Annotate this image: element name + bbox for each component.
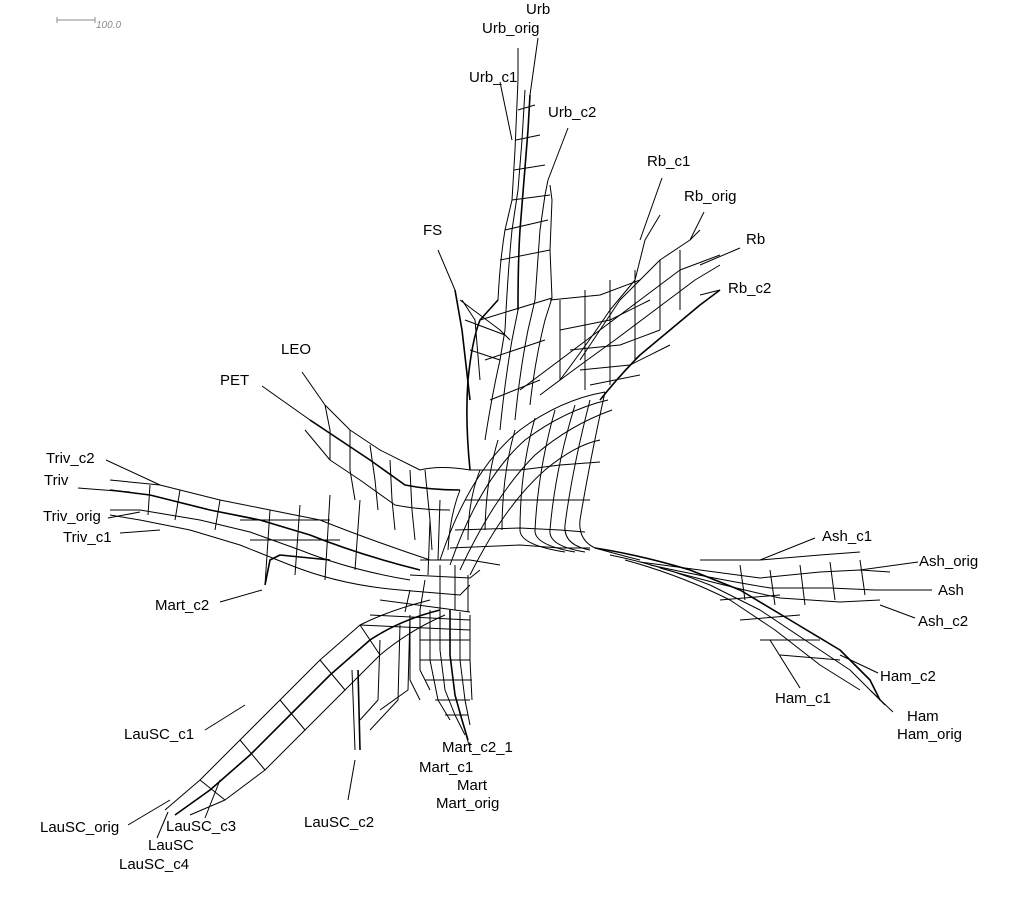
taxon-label-triv-orig: Triv_orig: [43, 508, 101, 525]
taxon-label-triv: Triv: [44, 472, 69, 489]
taxon-label-fs: FS: [423, 222, 442, 239]
taxon-label-mart: Mart: [457, 777, 488, 794]
taxon-label-lausc-c3: LauSC_c3: [166, 818, 236, 835]
taxon-labels: Urb Urb_orig Urb_c1 Urb_c2 Rb_c1 Rb_orig…: [40, 1, 978, 873]
scale-bar: 100.0: [56, 17, 121, 31]
branch-urb: [466, 79, 553, 471]
taxon-label-rb-c1: Rb_c1: [647, 153, 690, 170]
taxon-label-ham-orig: Ham_orig: [897, 726, 962, 743]
taxon-label-mart-c2: Mart_c2: [155, 597, 209, 614]
taxon-label-ham-c1: Ham_c1: [775, 690, 831, 707]
taxon-label-rb: Rb: [746, 231, 765, 248]
taxon-label-urb-c1: Urb_c1: [469, 69, 517, 86]
taxon-label-lausc: LauSC: [148, 837, 194, 854]
taxon-label-ash-c1: Ash_c1: [822, 528, 872, 545]
taxon-label-lausc-c2: LauSC_c2: [304, 814, 374, 831]
taxon-label-triv-c2: Triv_c2: [46, 450, 95, 467]
taxon-label-mart-c1: Mart_c1: [419, 759, 473, 776]
taxon-label-triv-c1: Triv_c1: [63, 529, 112, 546]
taxon-label-lausc-orig: LauSC_orig: [40, 819, 119, 836]
taxon-label-mart-c2-1: Mart_c2_1: [442, 739, 513, 756]
scale-bar-label: 100.0: [96, 20, 121, 31]
taxon-label-pet: PET: [220, 372, 249, 389]
taxon-label-ash: Ash: [938, 582, 964, 599]
branch-lausc: [164, 599, 446, 816]
network-graph: [109, 79, 895, 816]
taxon-label-ham-c2: Ham_c2: [880, 668, 936, 685]
taxon-label-urb: Urb: [526, 1, 550, 18]
branch-leo-pet: [304, 404, 471, 551]
taxon-label-rb-orig: Rb_orig: [684, 188, 737, 205]
branch-ash-ham: [594, 547, 895, 706]
taxon-label-urb-c2: Urb_c2: [548, 104, 596, 121]
taxon-label-lausc-c1: LauSC_c1: [124, 726, 194, 743]
taxon-label-ash-c2: Ash_c2: [918, 613, 968, 630]
taxon-label-leo: LEO: [281, 341, 311, 358]
network-core: [359, 391, 641, 631]
taxon-label-mart-orig: Mart_orig: [436, 795, 499, 812]
branch-mart: [409, 610, 473, 741]
branch-rb: [519, 214, 721, 401]
branch-triv: [109, 479, 431, 591]
branch-fs: [454, 289, 511, 401]
taxon-label-urb-orig: Urb_orig: [482, 20, 540, 37]
taxon-label-ash-orig: Ash_orig: [919, 553, 978, 570]
taxon-label-lausc-c4: LauSC_c4: [119, 856, 189, 873]
taxon-label-rb-c2: Rb_c2: [728, 280, 771, 297]
taxon-label-ham: Ham: [907, 708, 939, 725]
leader-lines: [77, 37, 932, 839]
